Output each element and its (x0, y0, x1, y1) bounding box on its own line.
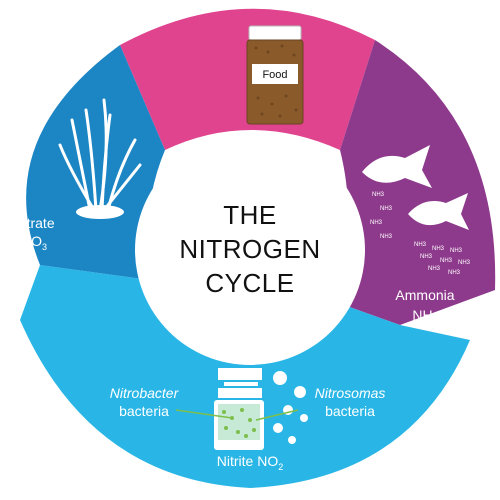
plant-icon (58, 98, 142, 212)
bubbles (273, 371, 308, 444)
svg-text:NH3: NH3 (432, 246, 445, 252)
svg-text:NH3: NH3 (372, 192, 385, 198)
food-jar-icon (246, 25, 304, 125)
title-line-3: CYCLE (205, 268, 294, 298)
title-line-1: THE (223, 200, 277, 230)
ammonia-label: Ammonia (395, 287, 454, 303)
center-circle (135, 135, 365, 365)
plant-base (76, 205, 124, 219)
nitrate-label: Nitrate (13, 215, 54, 231)
ammonia-particles: NH3 NH3 NH3 NH3 NH3 NH3 NH3 NH3 NH3 NH3 … (370, 192, 471, 276)
ammonia-segment (330, 40, 496, 325)
filter-icon (214, 368, 264, 450)
svg-text:NH3: NH3 (458, 260, 471, 266)
title-line-2: NITROGEN (179, 234, 320, 264)
nitrite-label: Nitrite NO2 (217, 453, 283, 472)
svg-text:NH3: NH3 (448, 270, 461, 276)
fish-icon (362, 145, 469, 230)
svg-text:NH3: NH3 (420, 254, 433, 260)
svg-text:NH3: NH3 (370, 220, 383, 226)
svg-text:NH3: NH3 (380, 206, 393, 212)
nitrobacter-label: Nitrobacter (110, 385, 180, 401)
nitrate-segment (26, 45, 165, 280)
svg-text:NH3: NH3 (414, 242, 427, 248)
food-label: Food (262, 69, 287, 81)
right-bacteria-pointer (255, 409, 299, 421)
svg-text:NH3: NH3 (450, 248, 463, 254)
left-bacteria-pointer (175, 409, 233, 419)
nitrobacter-word: bacteria (119, 403, 169, 419)
svg-text:NH3: NH3 (380, 234, 393, 240)
nitrate-formula: NO3 (21, 233, 47, 252)
ammonia-formula: NH3 (412, 307, 437, 326)
svg-text:NH3: NH3 (428, 266, 441, 272)
nitrosomas-label: Nitrosomas (315, 385, 386, 401)
svg-text:NH3: NH3 (440, 258, 453, 264)
nitrosomas-word: bacteria (325, 403, 375, 419)
